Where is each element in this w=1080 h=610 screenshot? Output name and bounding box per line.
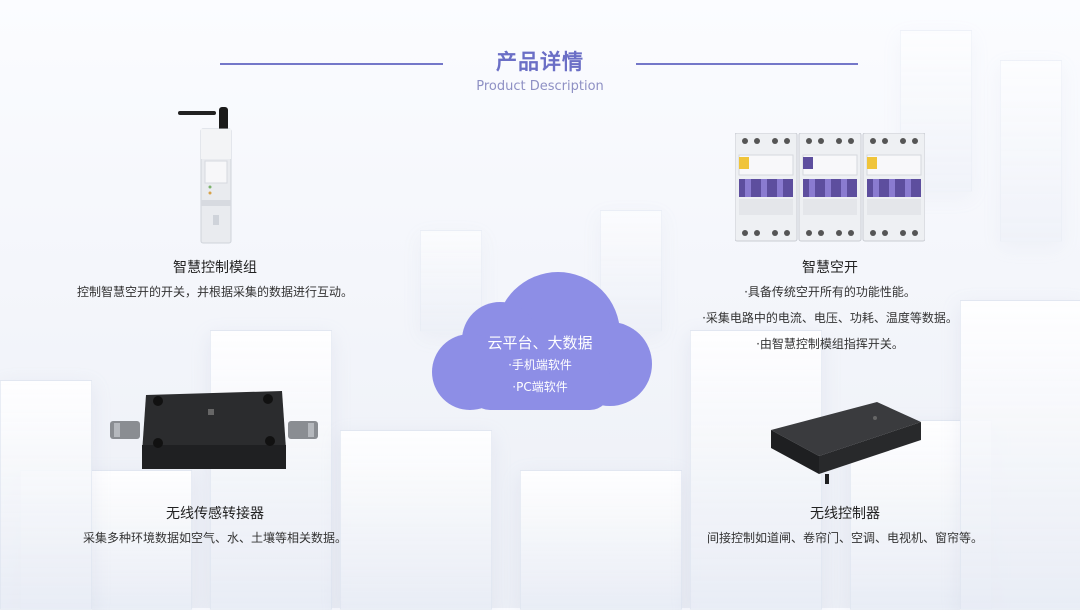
smart-breaker-bullet: ·具备传统空开所有的功能性能。: [744, 285, 916, 299]
cloud-title: 云平台、大数据: [487, 334, 593, 352]
cloud-shape: [420, 268, 660, 413]
wireless-controller-name: 无线控制器: [810, 506, 880, 522]
cloud-item: ·PC端软件: [512, 380, 568, 394]
page-subtitle: Product Description: [476, 79, 604, 94]
bg-block: [960, 300, 1080, 610]
wireless-controller-desc: 间接控制如道闸、卷帘门、空调、电视机、窗帘等。: [706, 531, 983, 545]
sensor-adapter-image: [110, 385, 318, 475]
bg-block: [1000, 60, 1062, 242]
bg-block: [520, 470, 682, 610]
bg-block: [0, 380, 92, 610]
smart-breaker-name: 智慧空开: [802, 260, 858, 276]
cloud-item: ·手机端软件: [508, 358, 572, 372]
smart-breaker-image: [734, 132, 926, 243]
header-line-left: [220, 63, 443, 65]
control-module-image: [175, 105, 245, 245]
control-module-name: 智慧控制模组: [173, 260, 257, 276]
sensor-adapter-desc: 采集多种环境数据如空气、水、土壤等相关数据。: [82, 531, 347, 545]
page-title: 产品详情: [496, 50, 584, 74]
wireless-controller-image: [765, 400, 925, 485]
control-module-desc: 控制智慧空开的开关，并根据采集的数据进行互动。: [76, 285, 353, 299]
smart-breaker-bullet: ·由智慧控制模组指挥开关。: [756, 337, 904, 351]
header-line-right: [636, 63, 858, 65]
sensor-adapter-name: 无线传感转接器: [166, 506, 264, 522]
bg-block: [690, 330, 822, 610]
bg-block: [340, 430, 492, 610]
smart-breaker-bullet: ·采集电路中的电流、电压、功耗、温度等数据。: [702, 311, 958, 325]
